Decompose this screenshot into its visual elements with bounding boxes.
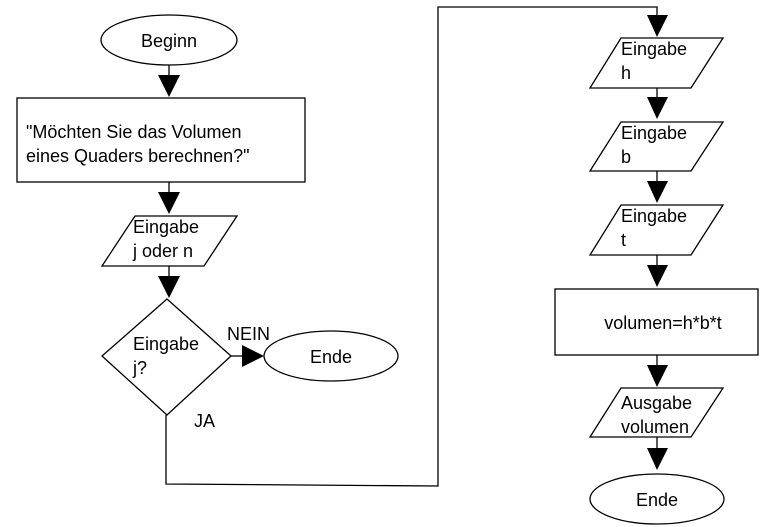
process-label: volumen=h*b*t	[604, 313, 722, 333]
input-t-parallelogram	[588, 204, 725, 256]
output-line1: Ausgabe	[621, 393, 692, 413]
process-box	[554, 288, 759, 356]
decision-line1: Eingabe	[133, 334, 199, 354]
input-b-parallelogram	[588, 121, 725, 172]
start-label: Beginn	[141, 31, 197, 51]
arrow-head	[647, 265, 668, 287]
input-h-line1: Eingabe	[621, 39, 687, 59]
arrow-head	[242, 345, 264, 367]
end-no-terminal	[263, 330, 399, 382]
arrow-head	[647, 365, 668, 387]
input-t-line1: Eingabe	[621, 206, 687, 226]
output-parallelogram	[588, 387, 725, 438]
arrow-head	[647, 97, 668, 119]
end-label: Ende	[636, 490, 678, 510]
input-jn-line2: j oder n	[132, 241, 193, 261]
input-b-line2: b	[621, 147, 631, 167]
arrow-head	[647, 448, 668, 470]
arrow-head	[158, 192, 180, 214]
question-box	[16, 97, 306, 183]
arrow-head	[158, 75, 180, 97]
end-no-label: Ende	[310, 347, 352, 367]
question-line2: eines Quaders berechnen?"	[26, 146, 250, 166]
decision-line2: j?	[132, 358, 147, 378]
input-jn-line1: Eingabe	[133, 217, 199, 237]
decision-diamond	[101, 298, 232, 416]
question-line1: "Möchten Sie das Volumen	[26, 122, 242, 142]
arrow-head	[647, 15, 668, 37]
label-no: NEIN	[227, 324, 270, 344]
input-jn-parallelogram	[100, 215, 239, 267]
arrow-head	[647, 181, 668, 203]
arrow-head	[158, 276, 180, 298]
input-b-line1: Eingabe	[621, 123, 687, 143]
end-terminal	[589, 473, 725, 525]
input-t-line2: t	[621, 230, 626, 250]
input-h-line2: h	[621, 63, 631, 83]
label-yes: JA	[194, 411, 215, 431]
input-h-parallelogram	[588, 37, 725, 89]
output-line2: volumen	[621, 417, 689, 437]
connector-yes	[165, 6, 658, 487]
